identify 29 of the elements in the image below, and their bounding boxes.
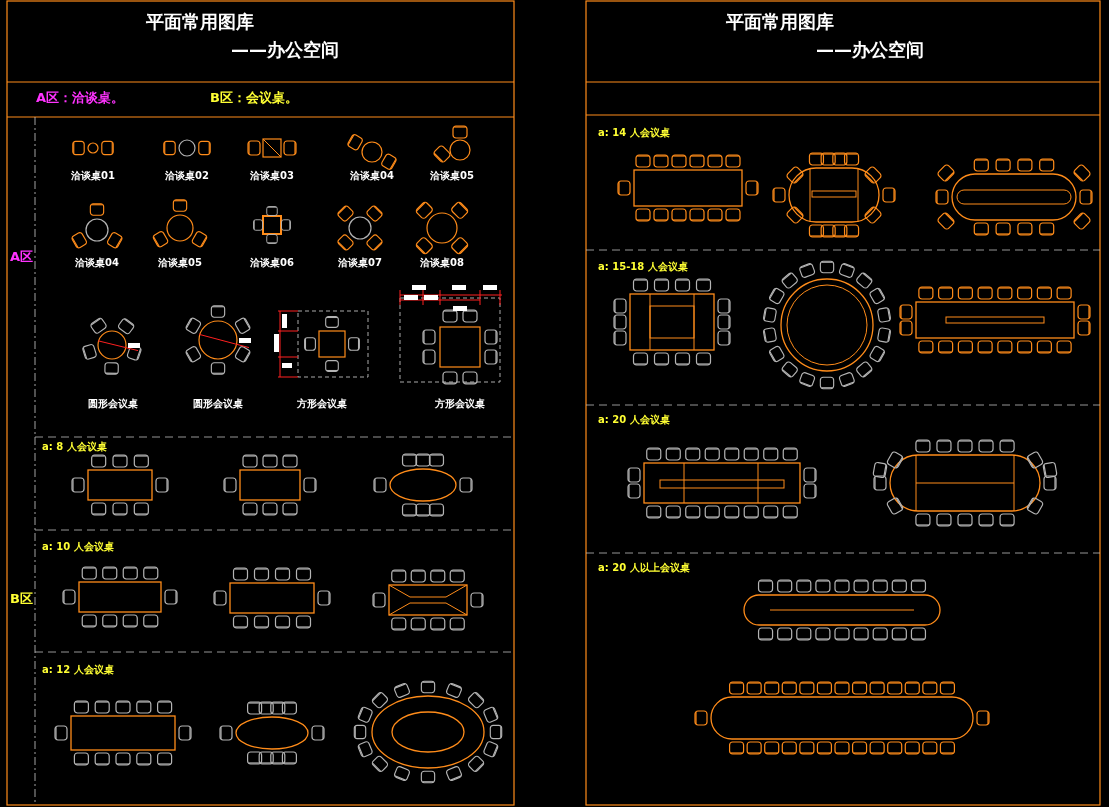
title: 平面常用图库 [726,12,834,32]
section-heading: a: 15-18 人会议桌 [598,261,688,272]
section-heading: a: 10 人会议桌 [42,541,114,552]
table-caption: 洽谈桌03 [250,170,294,181]
section-heading: a: 12 人会议桌 [42,664,114,675]
table-caption: 圆形会议桌 [193,398,243,409]
zone-label: B区 [10,592,33,607]
section-heading: a: 14 人会议桌 [598,127,670,138]
title: 平面常用图库 [146,12,254,32]
table-caption: 洽谈桌05 [430,170,474,181]
table-caption: 洽谈桌06 [250,257,294,268]
table-caption: 洽谈桌01 [71,170,115,181]
zone-heading: A区：洽谈桌。 [36,91,125,106]
section-heading: a: 20 人会议桌 [598,414,670,425]
table-caption: 洽谈桌04 [350,170,394,181]
section-heading: a: 8 人会议桌 [42,441,107,452]
table-caption: 洽谈桌07 [338,257,382,268]
zone-label: A区 [10,250,34,265]
table-caption: 方形会议桌 [297,398,347,409]
subtitle: ——办公空间 [231,40,339,60]
table-caption: 洽谈桌08 [420,257,464,268]
section-heading: a: 20 人以上会议桌 [598,562,690,573]
table-caption: 洽谈桌04 [75,257,119,268]
table-caption: 圆形会议桌 [88,398,138,409]
zone-heading: B区：会议桌。 [210,91,298,106]
table-caption: 洽谈桌05 [158,257,202,268]
table-caption: 方形会议桌 [435,398,485,409]
subtitle: ——办公空间 [816,40,924,60]
table-caption: 洽谈桌02 [165,170,209,181]
